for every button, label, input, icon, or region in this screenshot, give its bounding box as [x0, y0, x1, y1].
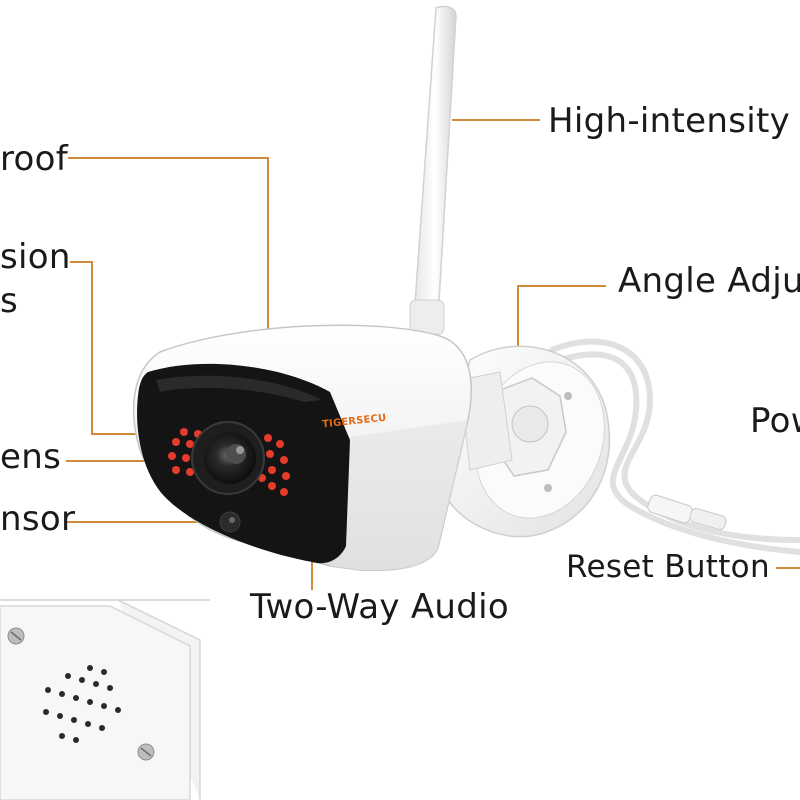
- screw-icon: [137, 743, 155, 761]
- camera-lens: [191, 421, 265, 495]
- leader-line-angle: [517, 285, 606, 360]
- label-night-vision-line-2: s: [0, 281, 19, 321]
- screw-icon: [7, 627, 25, 645]
- power-connector: [647, 494, 727, 531]
- audio-speaker-inset: [0, 599, 220, 800]
- antenna: [409, 5, 457, 335]
- light-sensor: [219, 511, 241, 533]
- label-power: Pow: [750, 401, 800, 441]
- label-reset-button: Reset Button: [566, 549, 770, 585]
- power-cable: [549, 338, 800, 555]
- leader-line-night-vision: [70, 261, 172, 435]
- leader-line-waterproof: [68, 157, 269, 352]
- ir-led-array: [168, 428, 290, 496]
- label-lens: ens: [0, 437, 62, 477]
- wall-mount: [437, 345, 611, 538]
- leader-lines: [66, 119, 800, 590]
- label-two-way-audio: Two-Way Audio: [250, 587, 510, 627]
- speaker-holes: [43, 665, 121, 743]
- label-angle-adjustment: Angle Adjus: [618, 261, 800, 301]
- label-antenna: High-intensity A: [548, 101, 800, 141]
- label-waterproof: roof: [0, 139, 69, 179]
- label-sensor: nsor: [0, 499, 76, 539]
- label-night-vision-line-1: sion: [0, 237, 71, 277]
- camera-body: [132, 324, 472, 572]
